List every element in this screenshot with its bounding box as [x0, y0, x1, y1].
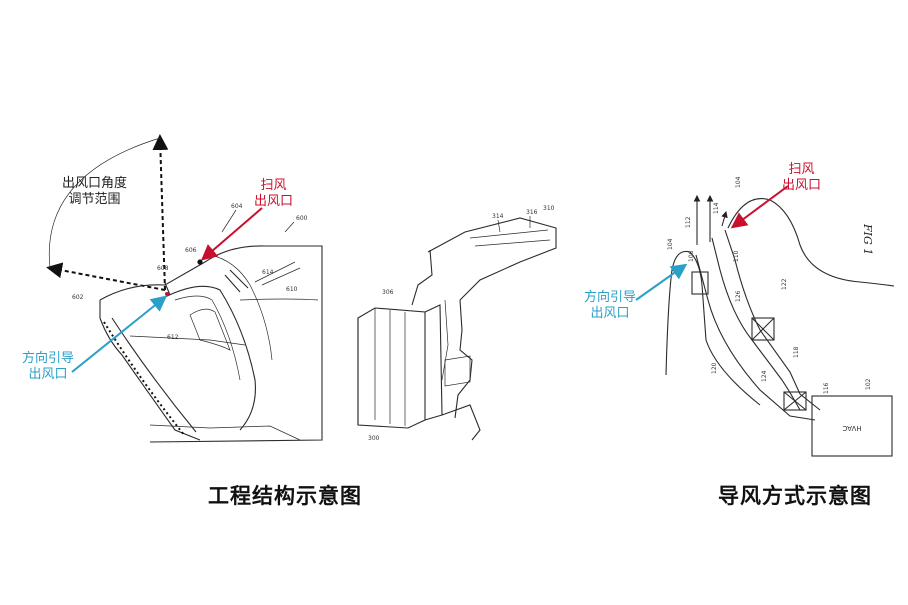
svg-text:102: 102: [865, 378, 872, 390]
svg-text:316: 316: [526, 209, 538, 216]
svg-text:606: 606: [185, 247, 197, 254]
hvac-box: [811, 395, 893, 457]
valve-124: [783, 391, 807, 411]
svg-text:106: 106: [688, 250, 695, 262]
svg-text:600: 600: [296, 215, 308, 222]
svg-text:614: 614: [262, 269, 274, 276]
svg-text:608: 608: [157, 265, 169, 272]
sweep-arrow-left: [200, 207, 263, 261]
guide-outlet-box: [691, 271, 709, 295]
sweep-label-left-line1: 扫风: [260, 178, 287, 193]
svg-text:104: 104: [735, 176, 742, 188]
svg-text:120: 120: [711, 362, 718, 374]
seat-back-box: [357, 307, 426, 429]
sweep-outlet-label-right: 扫风 出风口: [782, 162, 821, 194]
guide-arrow-left: [71, 295, 168, 373]
angle-range-arc: [48, 137, 161, 269]
svg-text:314: 314: [492, 213, 504, 220]
svg-text:116: 116: [823, 382, 830, 394]
angle-arrow-left: [46, 262, 166, 291]
svg-text:610: 610: [286, 286, 298, 293]
sweep-label-left-line2: 出风口: [254, 194, 294, 209]
hvac-label: HVAC: [842, 424, 861, 432]
guide-label-left-line1: 方向引导: [22, 351, 75, 366]
guide-outlet-label-right: 方向引导 出风口: [584, 290, 636, 322]
sweep-label-right-line1: 扫风: [788, 162, 815, 177]
seat-section-drawing: 602 608 606 604 600 614 610 612: [46, 134, 323, 443]
svg-text:112: 112: [685, 216, 692, 228]
svg-text:124: 124: [761, 370, 768, 382]
fig-label: FIG 1: [861, 223, 874, 255]
svg-text:114: 114: [713, 202, 720, 214]
svg-text:306: 306: [382, 289, 394, 296]
svg-text:126: 126: [735, 290, 742, 302]
svg-text:104: 104: [667, 238, 674, 250]
angle-arrow-up: [152, 134, 169, 291]
svg-text:310: 310: [543, 205, 555, 212]
airflow-schematic: HVAC 112 114 104 104 106 110 126 122 118…: [665, 176, 895, 457]
guide-arrow-right: [635, 263, 688, 301]
svg-text:612: 612: [167, 334, 179, 341]
louvre-strip: [103, 321, 186, 437]
guide-label-right-line1: 方向引导: [584, 290, 637, 305]
seat-module-drawing: 314 316 310 306 300: [357, 205, 557, 442]
svg-text:300: 300: [368, 435, 380, 442]
angle-range-line1: 出风口角度: [62, 176, 128, 191]
guide-label-right-line2: 出风口: [590, 306, 630, 321]
svg-text:122: 122: [781, 278, 788, 290]
caption-airflow-guidance: 导风方式示意图: [718, 484, 872, 508]
angle-range-label: 出风口角度 调节范围: [62, 176, 127, 208]
guide-outlet-label-left: 方向引导 出风口: [22, 351, 74, 383]
angle-range-line2: 调节范围: [68, 192, 121, 207]
svg-text:604: 604: [231, 203, 243, 210]
guide-label-left-line2: 出风口: [28, 367, 68, 382]
sweep-arrow-right: [730, 185, 789, 229]
sweep-outlet-label-left: 扫风 出风口: [254, 178, 293, 210]
caption-engineering-structure: 工程结构示意图: [208, 484, 362, 508]
svg-text:118: 118: [793, 346, 800, 358]
valve-126: [751, 317, 775, 341]
sweep-label-right-line2: 出风口: [782, 178, 822, 193]
shell-outline: [99, 245, 323, 443]
svg-text:602: 602: [72, 294, 84, 301]
svg-text:110: 110: [733, 250, 740, 262]
